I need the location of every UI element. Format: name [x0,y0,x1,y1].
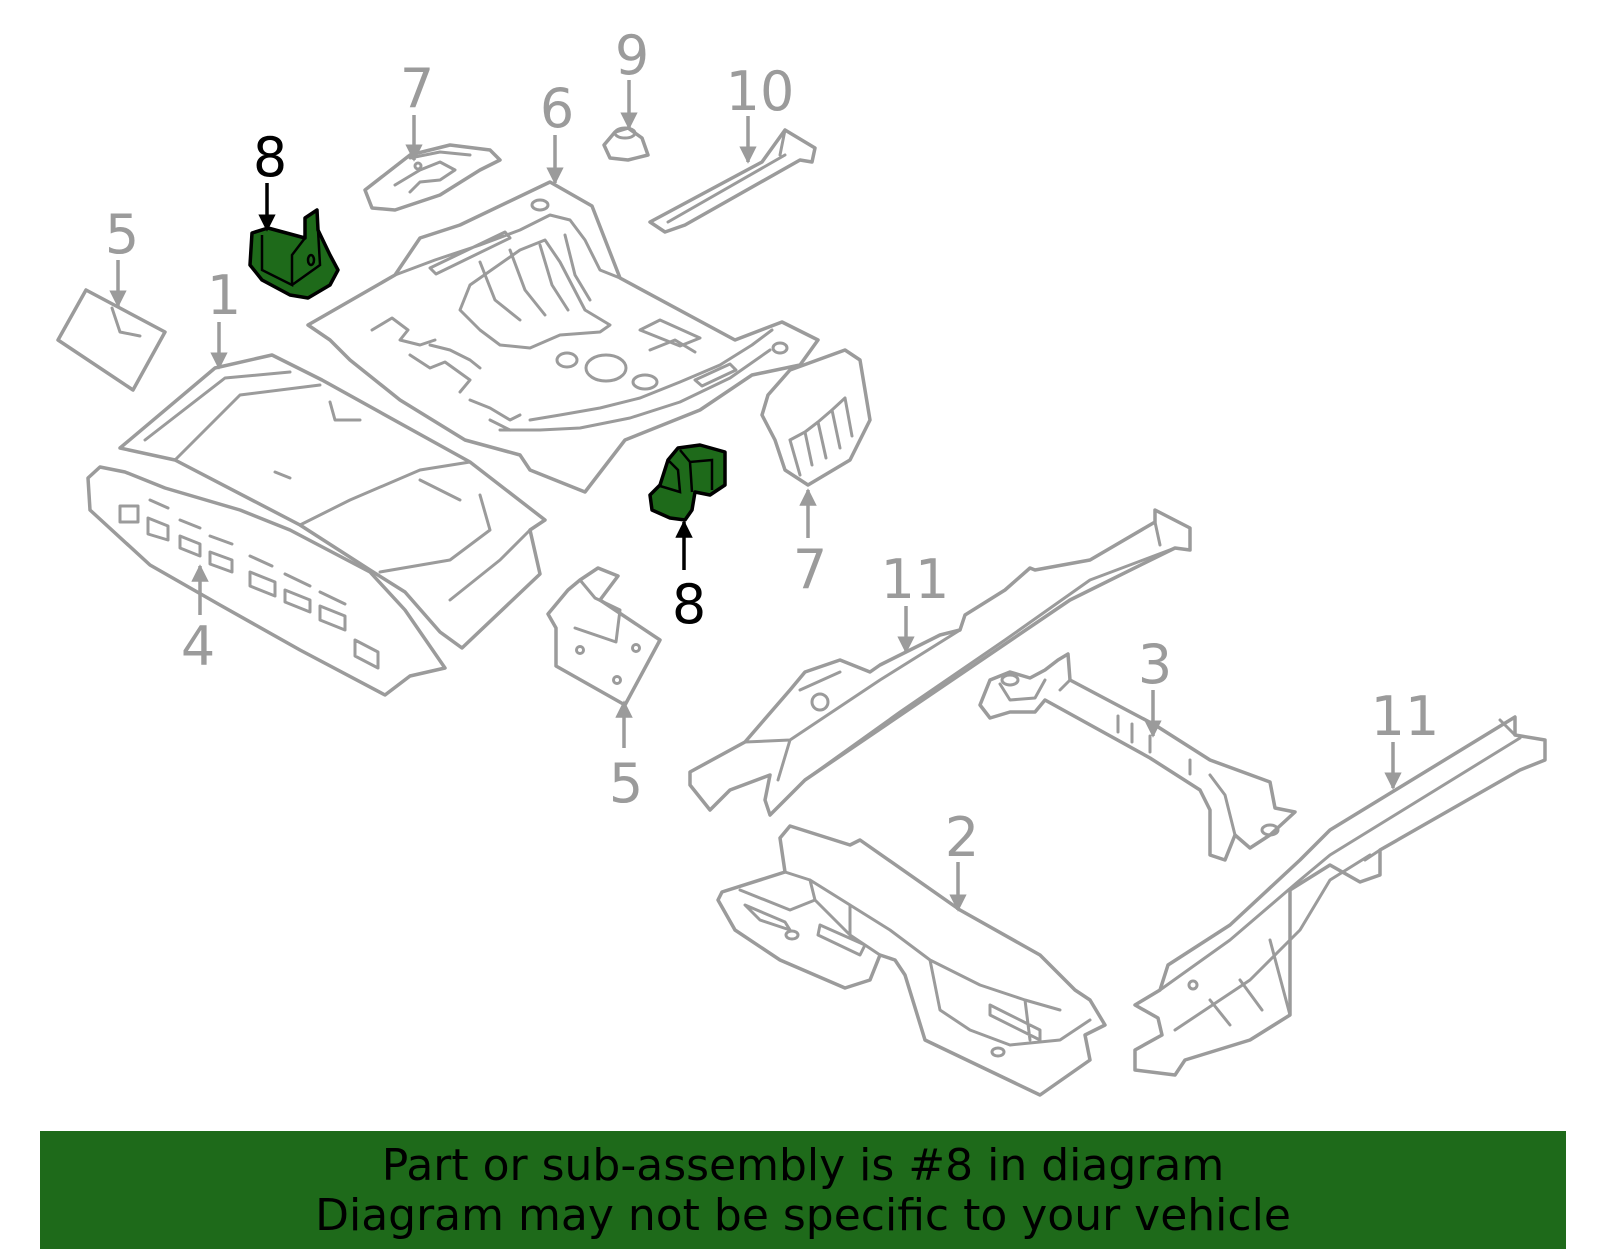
callout-7-top: 7 [400,57,434,120]
part-7-patch-top [363,143,502,212]
callout-5-upper: 5 [105,203,139,266]
callout-11-right: 11 [1371,685,1440,748]
part-8-bracket-left [248,208,340,300]
part-6-floor-pan [306,180,820,494]
callout-4: 4 [181,615,215,678]
callout-11-left: 11 [881,548,950,611]
callout-8-center: 8 [672,573,706,636]
banner-line-disclaimer: Diagram may not be specific to your vehi… [315,1190,1291,1241]
callout-5-center: 5 [609,752,643,815]
part-1-rear-floor-panel [118,353,547,650]
callout-6: 6 [540,77,574,140]
callout-2: 2 [945,806,979,869]
callout-1: 1 [207,264,241,327]
part-11-member-right [1133,715,1547,1077]
part-11-member-left [688,508,1192,817]
part-3-crossmember [978,652,1297,862]
part-7-side-panel [760,348,872,487]
callout-3: 3 [1138,633,1172,696]
banner-line-part: Part or sub-assembly is #8 in diagram [381,1140,1225,1191]
part-8-bracket-center [648,443,727,522]
callout-9: 9 [615,24,649,87]
callout-8-left: 8 [253,126,287,189]
callout-10: 10 [726,60,795,123]
part-5-bracket-center [546,566,662,707]
part-9-grommet [602,126,650,162]
part-4-rear-panel [86,465,447,697]
part-10-rail-strip [648,128,817,234]
callout-7-right: 7 [793,538,827,601]
part-2-front-floor [716,824,1107,1097]
info-banner: Part or sub-assembly is #8 in diagram Di… [40,1131,1566,1249]
part-5-plate-upper [56,288,167,392]
parts-diagram: 1 2 3 4 5 5 6 7 7 9 10 11 11 8 8 [56,24,1547,1097]
